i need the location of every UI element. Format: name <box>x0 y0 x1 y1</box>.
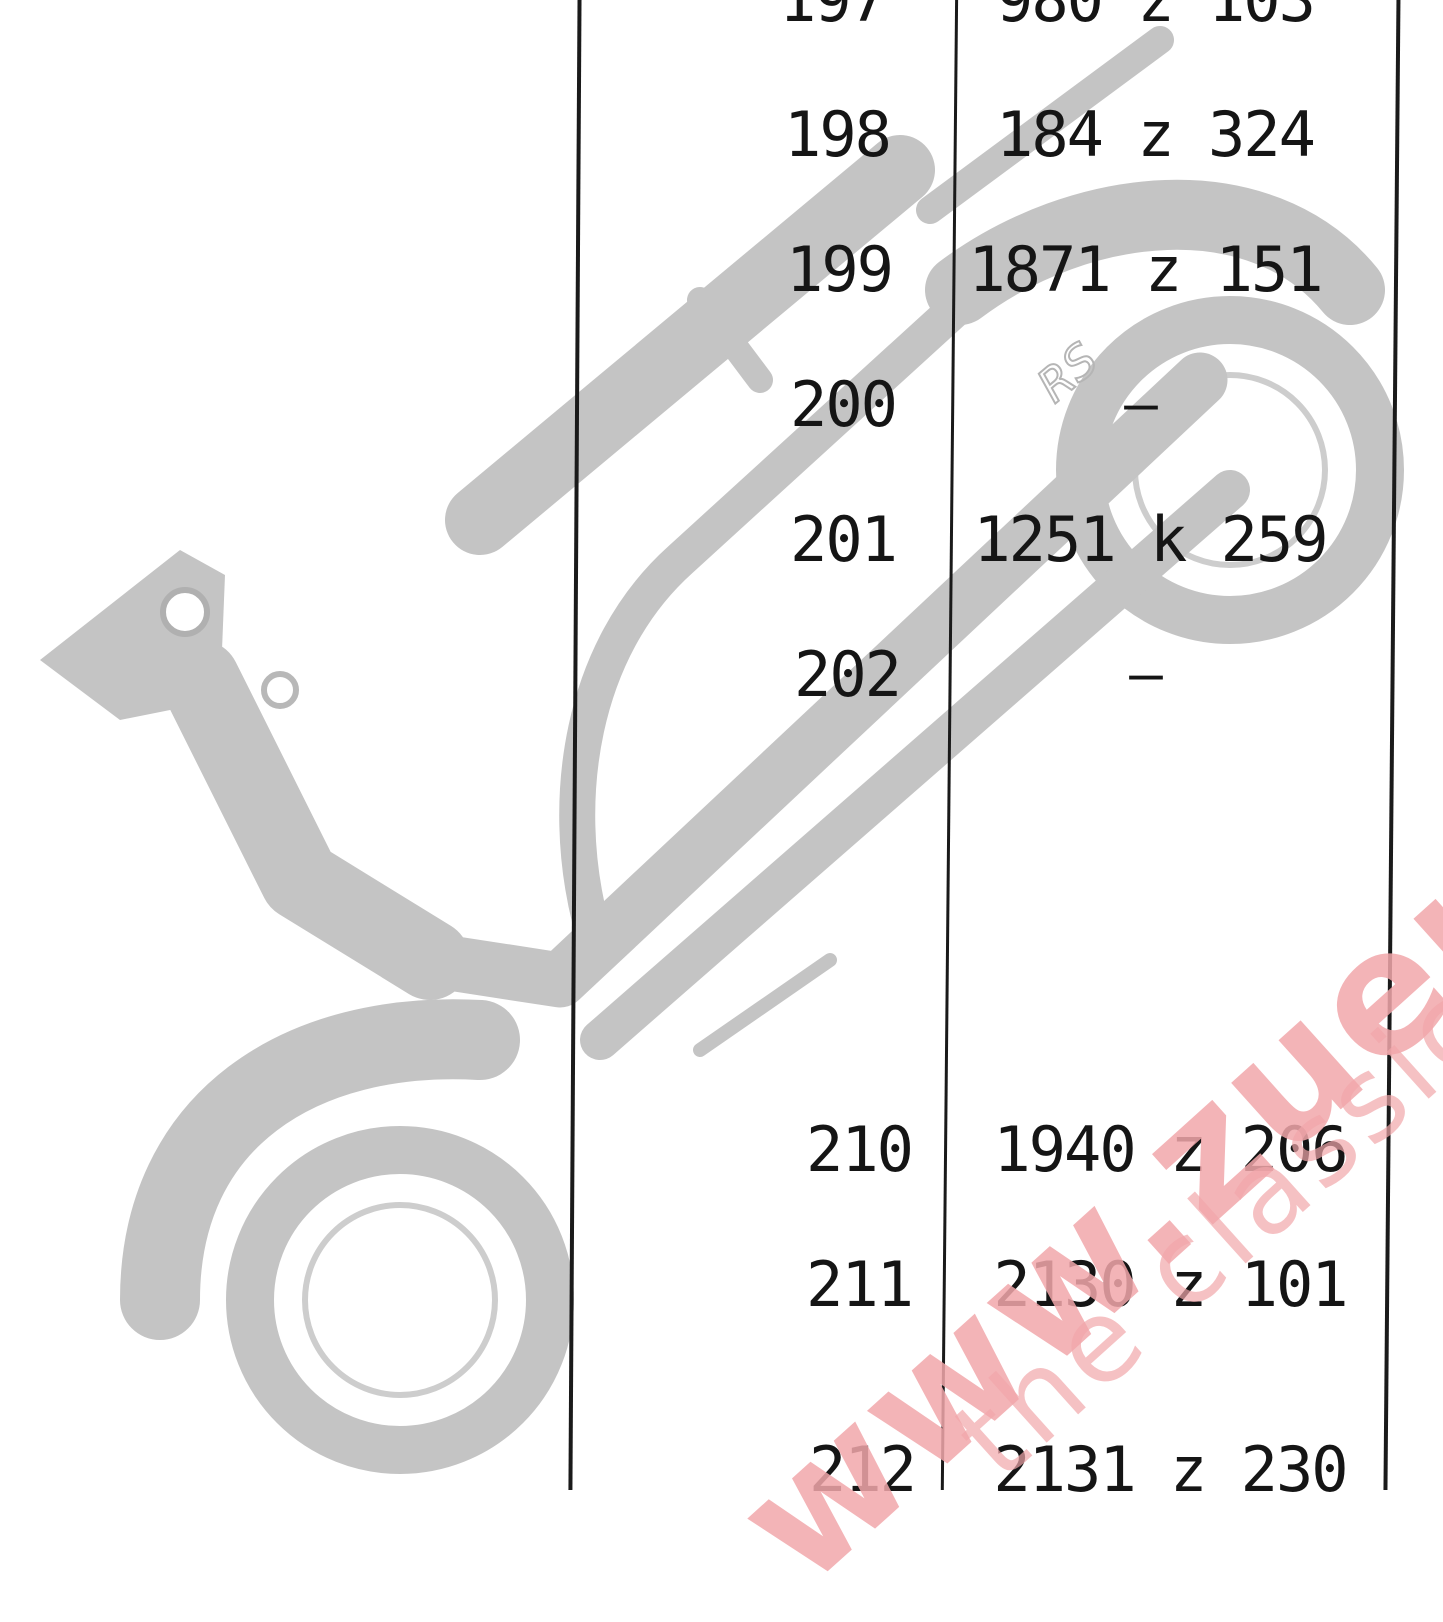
part-number: 1251 k 259 <box>973 503 1328 576</box>
part-number: 184 z 324 <box>996 98 1316 171</box>
position-number: 210 <box>806 1113 914 1186</box>
position-number: 201 <box>790 503 898 576</box>
part-number: 2130 z 101 <box>993 1248 1348 1321</box>
part-number: — <box>1129 642 1163 707</box>
position-number: 198 <box>784 98 892 171</box>
position-number: 200 <box>790 368 898 441</box>
position-number: 197 <box>715 0 887 40</box>
part-number: 980 z 103 <box>975 0 1335 40</box>
position-number: 202 <box>794 638 902 711</box>
part-number: 2131 z 230 <box>993 1433 1348 1506</box>
part-number: — <box>1124 372 1158 437</box>
position-number: 212 <box>809 1433 917 1506</box>
position-number: 199 <box>786 233 894 306</box>
part-number: 1940 z 206 <box>993 1113 1348 1186</box>
scooter-illustration-icon: RS <box>40 26 1404 1474</box>
part-number: 1871 z 151 <box>968 233 1323 306</box>
position-number: 211 <box>806 1248 914 1321</box>
